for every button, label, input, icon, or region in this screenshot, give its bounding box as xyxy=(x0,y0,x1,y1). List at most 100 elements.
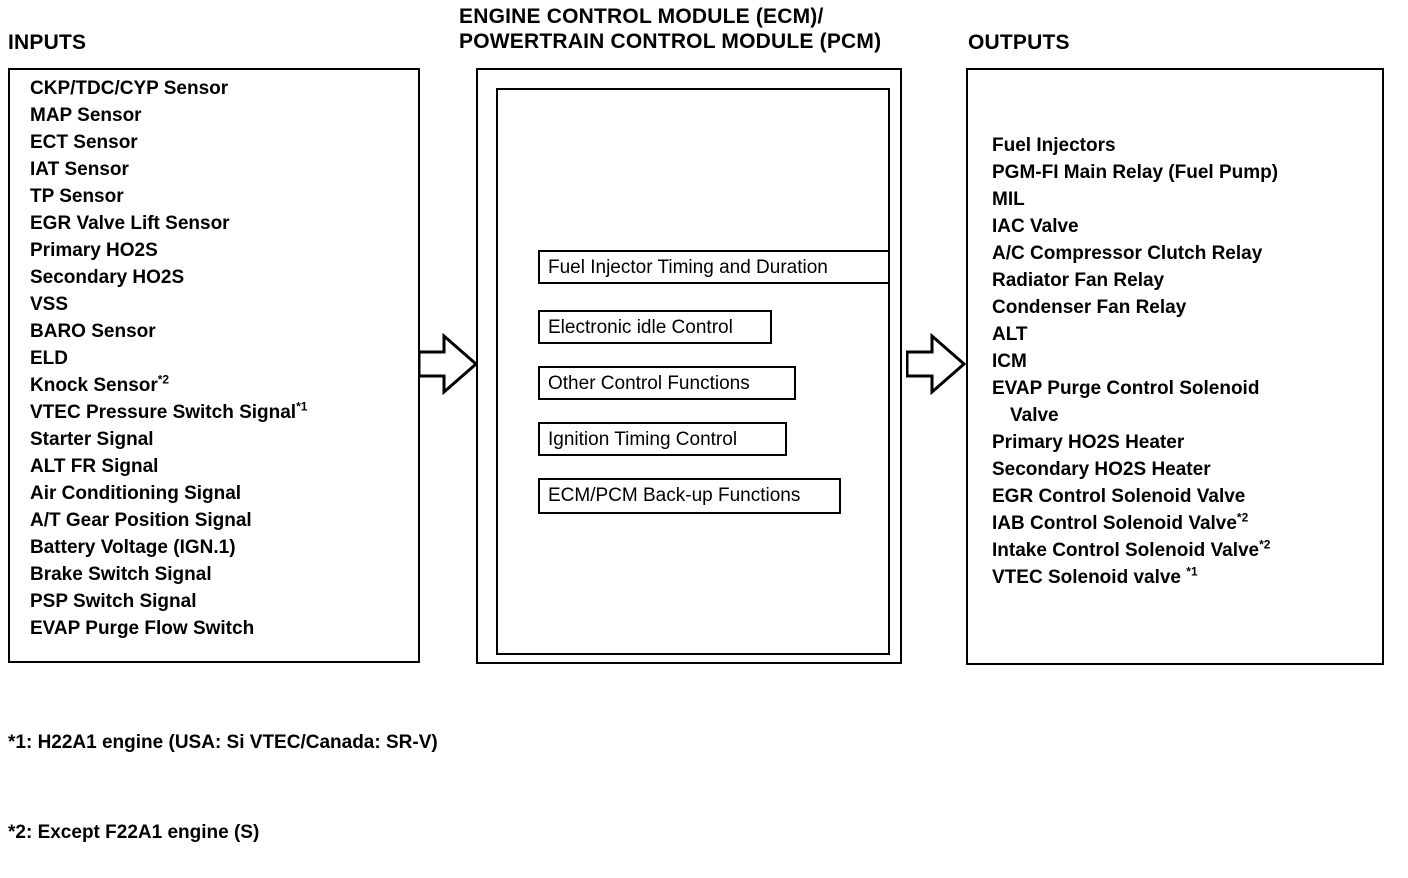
inputs-list-item-label: ECT Sensor xyxy=(30,132,138,153)
inputs-list-item-label: ALT FR Signal xyxy=(30,456,159,477)
outputs-list-item-label: A/C Compressor Clutch Relay xyxy=(992,243,1263,264)
inputs-list-item: Primary HO2S xyxy=(30,237,307,264)
inputs-list-item-label: VTEC Pressure Switch Signal xyxy=(30,402,297,423)
inputs-list-item: A/T Gear Position Signal xyxy=(30,507,307,534)
inputs-list-item-label: Knock Sensor xyxy=(30,375,158,396)
footnotes: *1: H22A1 engine (USA: Si VTEC/Canada: S… xyxy=(8,668,438,878)
outputs-list-item: EGR Control Solenoid Valve xyxy=(992,483,1278,510)
outputs-list-item-label: Intake Control Solenoid Valve xyxy=(992,540,1260,561)
footnote-marker: *1 xyxy=(1186,564,1198,579)
outputs-list-item: Fuel Injectors xyxy=(992,132,1278,159)
arrow-ecm-to-outputs-icon xyxy=(906,330,966,398)
inputs-list-item-label: MAP Sensor xyxy=(30,105,142,126)
outputs-list-item: Valve xyxy=(992,402,1278,429)
inputs-list-item-label: PSP Switch Signal xyxy=(30,591,197,612)
ecm-heading-line-2: POWERTRAIN CONTROL MODULE (PCM) xyxy=(459,30,882,53)
ecm-pcm-heading: ENGINE CONTROL MODULE (ECM)/POWERTRAIN C… xyxy=(459,4,881,54)
ecm-function-box-electronic-idle-control: Electronic idle Control xyxy=(538,310,772,344)
ecm-function-box-fuel-injector-timing: Fuel Injector Timing and Duration xyxy=(538,250,890,284)
outputs-list-item: VTEC Solenoid valve *1 xyxy=(992,564,1278,591)
inputs-list-item-label: TP Sensor xyxy=(30,186,124,207)
inputs-list-item: Brake Switch Signal xyxy=(30,561,307,588)
ecm-panel-inner: Fuel Injector Timing and Duration Electr… xyxy=(496,88,890,655)
inputs-list-item-label: BARO Sensor xyxy=(30,321,156,342)
inputs-list-item-label: IAT Sensor xyxy=(30,159,129,180)
inputs-list-item: CKP/TDC/CYP Sensor xyxy=(30,75,307,102)
outputs-list-item-label: Condenser Fan Relay xyxy=(992,297,1187,318)
footnote-marker: *2 xyxy=(157,372,170,387)
inputs-list-item: EGR Valve Lift Sensor xyxy=(30,210,307,237)
outputs-list-item-label: PGM-FI Main Relay (Fuel Pump) xyxy=(992,162,1279,183)
ecm-function-box-ignition-timing-control: Ignition Timing Control xyxy=(538,422,787,456)
outputs-list-item-label: Secondary HO2S Heater xyxy=(992,459,1211,480)
ecm-function-box-other-control-functions: Other Control Functions xyxy=(538,366,796,400)
footnote-marker: *1 xyxy=(296,399,308,414)
outputs-list-item-label: ICM xyxy=(992,351,1027,372)
inputs-list-item-label: Secondary HO2S xyxy=(30,267,185,288)
outputs-list-item-label: VTEC Solenoid valve xyxy=(992,567,1187,588)
footnote-1: *1: H22A1 engine (USA: Si VTEC/Canada: S… xyxy=(8,732,438,753)
inputs-list-item: Battery Voltage (IGN.1) xyxy=(30,534,307,561)
inputs-list-item: Air Conditioning Signal xyxy=(30,480,307,507)
outputs-list-item-label: IAC Valve xyxy=(992,216,1079,237)
outputs-list-item: Primary HO2S Heater xyxy=(992,429,1278,456)
outputs-list-item-label: ALT xyxy=(992,324,1028,345)
outputs-list-item: MIL xyxy=(992,186,1278,213)
inputs-list-item-label: Starter Signal xyxy=(30,429,154,450)
outputs-list-item: Radiator Fan Relay xyxy=(992,267,1278,294)
inputs-list-item-label: EVAP Purge Flow Switch xyxy=(30,618,255,639)
footnote-marker: *2 xyxy=(1259,537,1271,552)
arrow-inputs-to-ecm-icon xyxy=(418,330,478,398)
outputs-list-item: IAB Control Solenoid Valve*2 xyxy=(992,510,1278,537)
outputs-list-item: Condenser Fan Relay xyxy=(992,294,1278,321)
outputs-list-item: Secondary HO2S Heater xyxy=(992,456,1278,483)
inputs-list-item: VSS xyxy=(30,291,307,318)
outputs-list-item: ALT xyxy=(992,321,1278,348)
outputs-list-item: PGM-FI Main Relay (Fuel Pump) xyxy=(992,159,1278,186)
inputs-list-item: Starter Signal xyxy=(30,426,307,453)
inputs-list-item-label: EGR Valve Lift Sensor xyxy=(30,213,230,234)
outputs-list-item-label: EGR Control Solenoid Valve xyxy=(992,486,1246,507)
inputs-list-item-label: VSS xyxy=(30,294,69,315)
inputs-heading: INPUTS xyxy=(8,31,87,54)
inputs-list-item: BARO Sensor xyxy=(30,318,307,345)
ecm-heading-line-1: ENGINE CONTROL MODULE (ECM)/ xyxy=(459,5,824,28)
ecm-function-box-backup-functions: ECM/PCM Back-up Functions xyxy=(538,478,841,514)
outputs-list-item: ICM xyxy=(992,348,1278,375)
outputs-list-item: IAC Valve xyxy=(992,213,1278,240)
inputs-list-item: IAT Sensor xyxy=(30,156,307,183)
outputs-list-item-label: MIL xyxy=(992,189,1025,210)
inputs-list-item-label: A/T Gear Position Signal xyxy=(30,510,252,531)
inputs-list-item: TP Sensor xyxy=(30,183,307,210)
inputs-list-item-label: Air Conditioning Signal xyxy=(30,483,242,504)
outputs-heading: OUTPUTS xyxy=(968,31,1070,54)
inputs-list-item: ELD xyxy=(30,345,307,372)
outputs-list-item-label: Fuel Injectors xyxy=(992,135,1116,156)
ecm-panel-outer: Fuel Injector Timing and Duration Electr… xyxy=(476,68,902,664)
outputs-list-item: EVAP Purge Control Solenoid xyxy=(992,375,1278,402)
inputs-list-item: ALT FR Signal xyxy=(30,453,307,480)
inputs-list-item: ECT Sensor xyxy=(30,129,307,156)
outputs-list-item-label: IAB Control Solenoid Valve xyxy=(992,513,1237,534)
outputs-list-item-label: EVAP Purge Control Solenoid xyxy=(992,378,1260,399)
inputs-list-item: VTEC Pressure Switch Signal*1 xyxy=(30,399,307,426)
inputs-list-item: Secondary HO2S xyxy=(30,264,307,291)
outputs-list-item-label: Valve xyxy=(1010,405,1059,426)
inputs-list-item-label: Primary HO2S xyxy=(30,240,158,261)
outputs-list-item-label: Primary HO2S Heater xyxy=(992,432,1185,453)
inputs-list-item-label: Battery Voltage (IGN.1) xyxy=(30,537,236,558)
footnote-marker: *2 xyxy=(1236,510,1249,525)
outputs-list-item: Intake Control Solenoid Valve*2 xyxy=(992,537,1278,564)
inputs-list-item: EVAP Purge Flow Switch xyxy=(30,615,307,642)
outputs-list-item: A/C Compressor Clutch Relay xyxy=(992,240,1278,267)
footnote-2: *2: Except F22A1 engine (S) xyxy=(8,822,260,843)
outputs-list-item-label: Radiator Fan Relay xyxy=(992,270,1165,291)
inputs-list-item-label: Brake Switch Signal xyxy=(30,564,212,585)
inputs-list-item: PSP Switch Signal xyxy=(30,588,307,615)
inputs-list-item-label: CKP/TDC/CYP Sensor xyxy=(30,78,229,99)
inputs-list-item-label: ELD xyxy=(30,348,68,369)
